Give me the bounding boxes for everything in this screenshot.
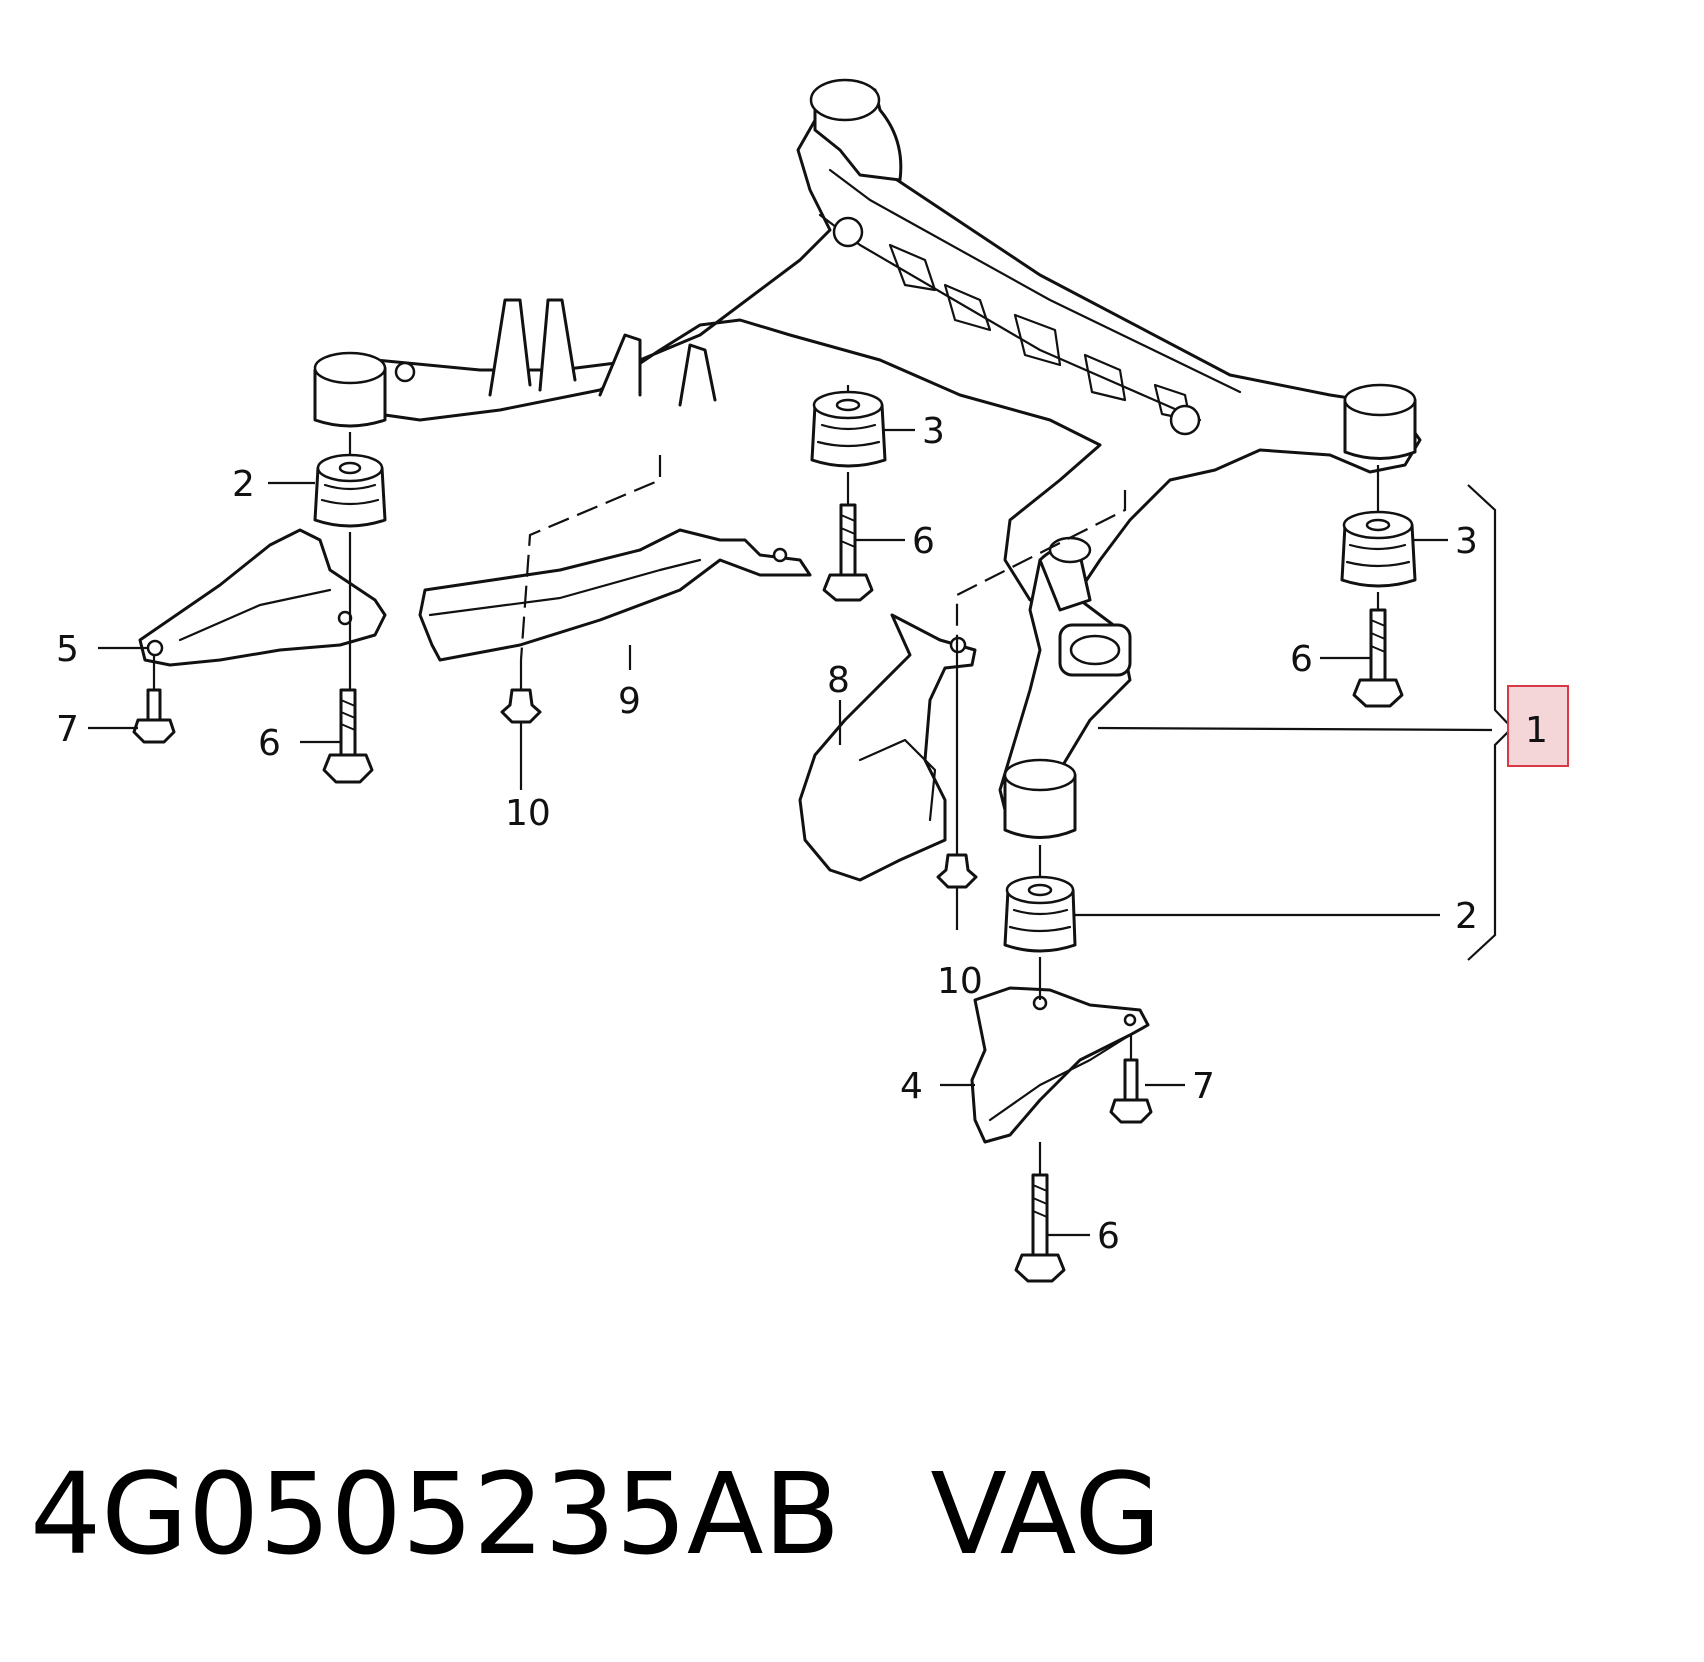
part-number: 4G0505235AB <box>30 1450 841 1580</box>
clip-10-left <box>500 688 542 738</box>
callout-3-right: 3 <box>1455 521 1478 562</box>
heat-shield-part-9 <box>418 528 812 662</box>
rear-subframe <box>313 78 1422 839</box>
bracket-part-8 <box>798 613 977 882</box>
callout-6-left: 6 <box>258 723 281 764</box>
callout-2-lower: 2 <box>1455 896 1478 937</box>
callout-labels: 1 2 2 3 3 4 5 6 6 6 6 7 7 8 9 10 10 <box>56 411 1569 1257</box>
bushing-2-lower <box>1003 875 1077 953</box>
exploded-parts-diagram: 1 2 2 3 3 4 5 6 6 6 6 7 7 8 9 10 10 <box>56 78 1569 1283</box>
callout-6-lower: 6 <box>1097 1216 1120 1257</box>
callout-10-left: 10 <box>505 793 551 834</box>
bushing-2-left <box>313 453 387 528</box>
callout-10-lower: 10 <box>937 961 983 1002</box>
callout-3-center: 3 <box>922 411 945 452</box>
bolt-7-left <box>132 688 176 744</box>
highlighted-callout-box <box>1507 685 1569 767</box>
callout-7-left: 7 <box>56 709 79 750</box>
mounting-plate-part-5 <box>138 528 387 667</box>
bushing-3-right <box>1340 510 1417 588</box>
callout-9: 9 <box>618 681 641 722</box>
bolt-7-lower <box>1109 1058 1153 1124</box>
bolt-6-center <box>822 503 874 602</box>
part-caption: 4G0505235AB VAG <box>30 1440 1630 1590</box>
leader-lines <box>88 385 1514 1237</box>
callout-4: 4 <box>900 1066 923 1107</box>
clip-10-lower <box>936 853 978 903</box>
callout-5: 5 <box>56 629 79 670</box>
brand-name: VAG <box>930 1450 1162 1580</box>
callout-2-left: 2 <box>232 464 255 505</box>
callout-7-lower: 7 <box>1192 1066 1215 1107</box>
callout-6-center: 6 <box>912 521 935 562</box>
bolt-6-left <box>322 688 374 784</box>
callout-8: 8 <box>827 660 850 701</box>
callout-6-right: 6 <box>1290 639 1313 680</box>
bolt-6-lower <box>1014 1173 1066 1283</box>
callout-1: 1 <box>1525 710 1548 751</box>
bushing-3-center <box>810 390 887 468</box>
